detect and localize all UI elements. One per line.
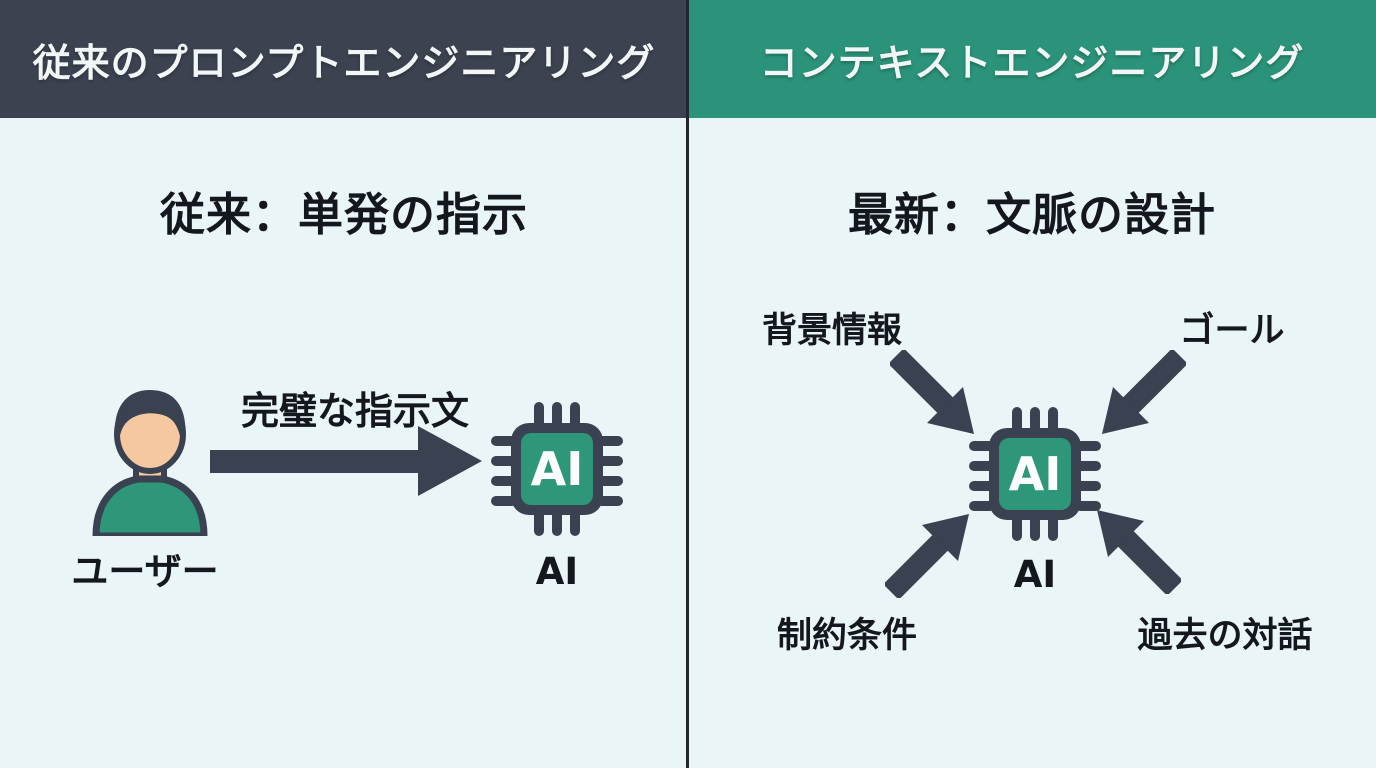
- left-panel-title: 従来：単発の指示: [159, 188, 528, 241]
- right-panel-header: コンテキストエンジニアリング: [688, 0, 1376, 118]
- chip-ai-text: AI: [1009, 447, 1062, 501]
- context-label-past-dialogue: 過去の対話: [1137, 616, 1313, 656]
- left-panel-traditional: 従来のプロンプトエンジニアリング 従来：単発の指示 ユーザー 完璧な指示文: [0, 0, 688, 593]
- right-panel-title: 最新：文脈の設計: [847, 188, 1216, 241]
- chip-ai-text: AI: [531, 442, 584, 496]
- context-label-constraints: 制約条件: [776, 616, 917, 656]
- context-label-background-info: 背景情報: [761, 311, 902, 351]
- instruction-arrow-label: 完璧な指示文: [240, 389, 469, 433]
- right-panel-context: コンテキストエンジニアリング 最新：文脈の設計 背景情報 ゴール 制約条件 過去…: [688, 0, 1376, 768]
- left-panel-header: 従来のプロンプトエンジニアリング: [0, 0, 688, 118]
- ai-chip-icon: AI: [491, 402, 623, 536]
- panel-divider: [686, 0, 689, 768]
- context-label-goal: ゴール: [1179, 311, 1285, 351]
- arrow-down-left-icon: [1100, 350, 1186, 436]
- user-label: ユーザー: [71, 550, 219, 593]
- ai-chip-icon: AI: [969, 407, 1101, 541]
- right-arrow-icon: [210, 426, 482, 496]
- user-person-icon: [92, 390, 208, 536]
- ai-chip-label: AI: [1013, 553, 1057, 596]
- arrow-down-right-icon: [890, 350, 976, 436]
- arrow-up-left-icon: [1095, 508, 1181, 594]
- ai-chip-label: AI: [535, 550, 579, 593]
- arrow-up-right-icon: [885, 512, 971, 598]
